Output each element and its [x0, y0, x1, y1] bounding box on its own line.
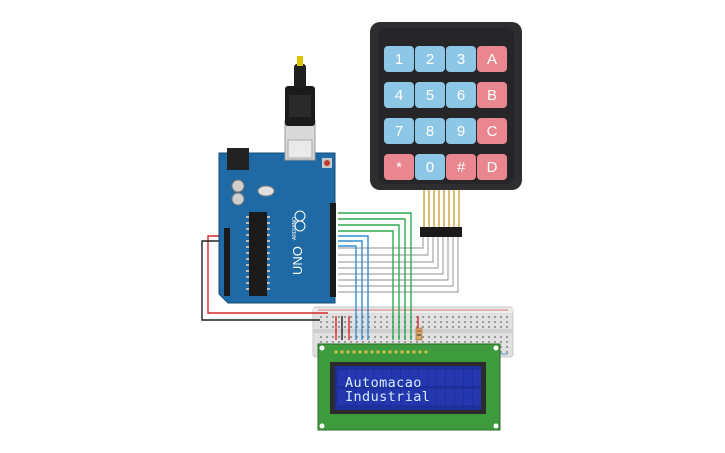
arduino-model-label: UNO — [290, 246, 305, 275]
keypad-key[interactable]: 0 — [415, 154, 445, 180]
lcd-module[interactable] — [317, 343, 501, 431]
keypad-key[interactable]: 7 — [384, 118, 414, 144]
keypad-key[interactable]: 9 — [446, 118, 476, 144]
keypad-key[interactable]: 2 — [415, 46, 445, 72]
keypad-key[interactable]: * — [384, 154, 414, 180]
keypad-key[interactable]: 3 — [446, 46, 476, 72]
keypad-key[interactable]: # — [446, 154, 476, 180]
keypad-key[interactable]: 1 — [384, 46, 414, 72]
resistor[interactable] — [415, 327, 423, 341]
keypad-key[interactable]: A — [477, 46, 507, 72]
keypad-connector[interactable] — [420, 190, 462, 237]
keypad-key[interactable]: B — [477, 82, 507, 108]
power-wires[interactable] — [201, 235, 328, 321]
arduino-uno-board[interactable]: UNO ARDUINO — [218, 56, 336, 304]
keypad-key[interactable]: D — [477, 154, 507, 180]
arduino-brand-label: ARDUINO — [292, 217, 298, 240]
keypad-key[interactable]: 8 — [415, 118, 445, 144]
lcd-display: Automacao Industrial — [345, 376, 430, 404]
lcd-line-1: Automacao — [345, 375, 422, 391]
keypad-key[interactable]: C — [477, 118, 507, 144]
lcd-line-2: Industrial — [345, 389, 431, 405]
keypad-key[interactable]: 6 — [446, 82, 476, 108]
keypad-key[interactable]: 5 — [415, 82, 445, 108]
keypad-key[interactable]: 4 — [384, 82, 414, 108]
lcd-control-wires-blue[interactable] — [338, 235, 369, 340]
lcd-data-wires-green[interactable] — [338, 212, 412, 340]
